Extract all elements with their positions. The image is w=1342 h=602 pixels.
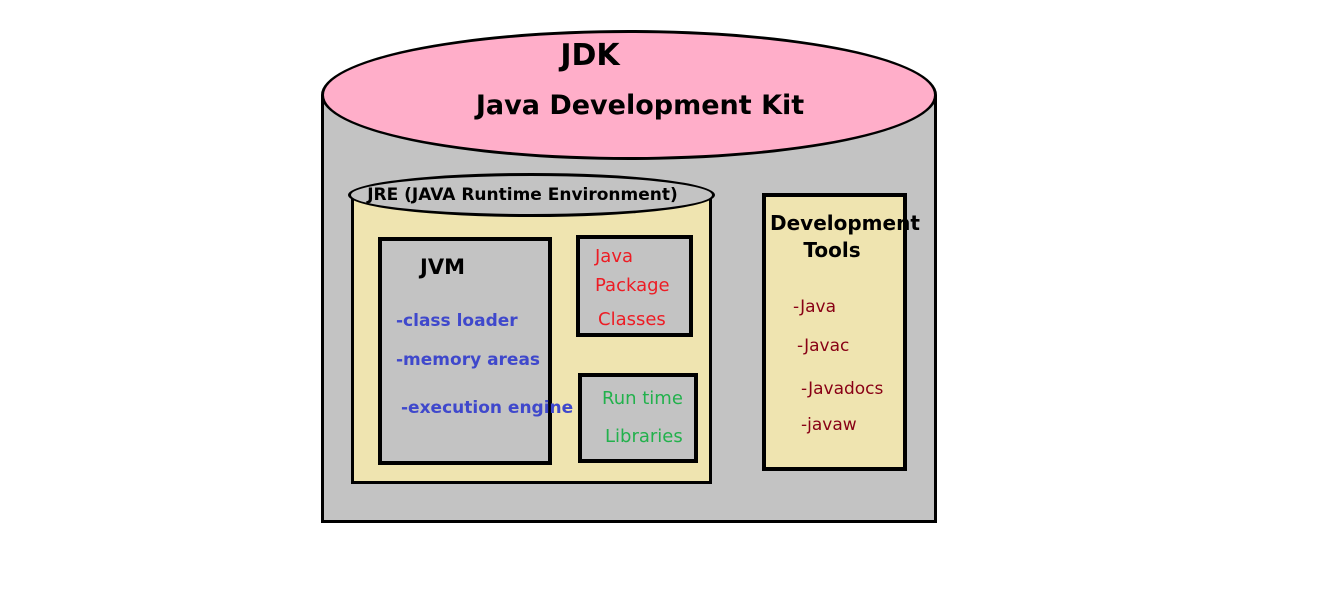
package-classes-line-2: Package bbox=[595, 275, 670, 296]
jdk-cylinder-top bbox=[321, 30, 937, 160]
tool-item-javaw: -javaw bbox=[801, 415, 857, 435]
jdk-title: JDK bbox=[560, 38, 620, 73]
package-classes-line-3: Classes bbox=[598, 309, 666, 330]
jvm-item-execution-engine: -execution engine bbox=[401, 398, 574, 418]
jvm-item-class-loader: -class loader bbox=[396, 311, 518, 331]
tool-item-javadocs: -Javadocs bbox=[801, 379, 884, 399]
jre-title: JRE (JAVA Runtime Environment) bbox=[367, 185, 678, 205]
jvm-box bbox=[378, 237, 552, 465]
runtime-libraries-line-2: Libraries bbox=[605, 426, 683, 447]
tool-item-javac: -Javac bbox=[797, 336, 850, 356]
jre-cylinder-top bbox=[348, 173, 715, 217]
package-classes-line-1: Java bbox=[595, 246, 634, 267]
runtime-libraries-box bbox=[578, 373, 698, 463]
jvm-item-memory-areas: -memory areas bbox=[396, 350, 541, 370]
jdk-subtitle: Java Development Kit bbox=[475, 90, 805, 121]
development-tools-box bbox=[762, 193, 907, 471]
development-tools-title: Development Tools bbox=[770, 211, 920, 262]
runtime-libraries-line-1: Run time bbox=[602, 388, 683, 409]
package-classes-box bbox=[576, 235, 693, 337]
jvm-title: JVM bbox=[420, 255, 465, 279]
tool-item-java: -Java bbox=[793, 297, 836, 317]
